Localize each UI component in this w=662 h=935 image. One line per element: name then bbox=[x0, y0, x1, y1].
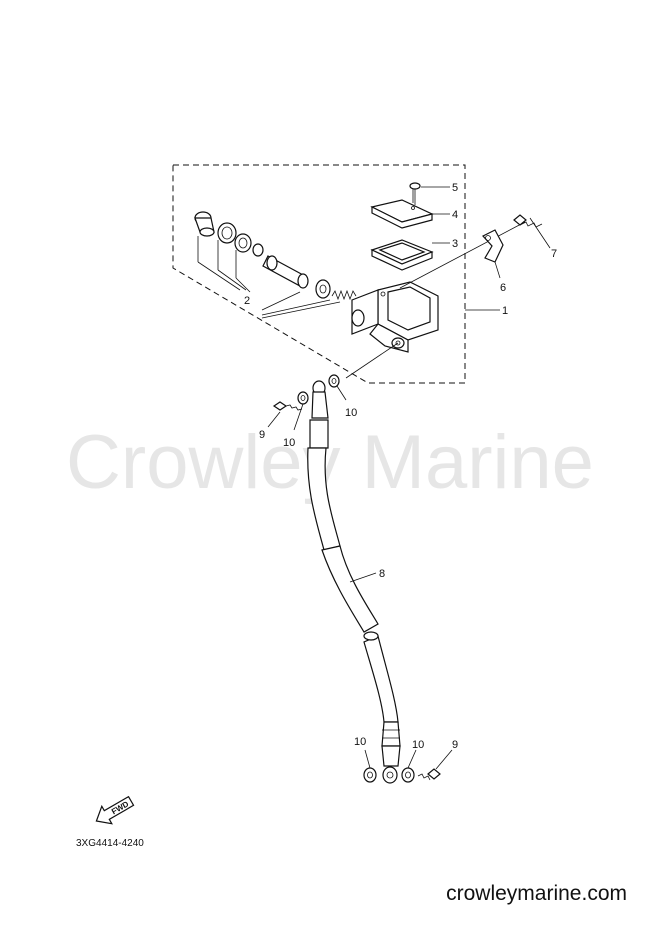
circlip bbox=[217, 222, 237, 244]
callout-4: 4 bbox=[452, 209, 458, 221]
upper-banjo-bolt bbox=[272, 401, 303, 411]
clamp-bolt bbox=[513, 214, 543, 228]
return-spring bbox=[331, 289, 357, 301]
callout-10-bottom-left: 10 bbox=[354, 736, 366, 748]
piston bbox=[262, 255, 309, 289]
callout-6: 6 bbox=[500, 282, 506, 294]
piston-cup bbox=[315, 279, 331, 299]
callout-3: 3 bbox=[452, 238, 458, 250]
assembly-boundary bbox=[172, 164, 466, 384]
lower-washer-left bbox=[363, 767, 377, 783]
callout-10-bottom-right: 10 bbox=[412, 739, 424, 751]
piston-boot bbox=[194, 211, 215, 237]
o-ring bbox=[252, 243, 264, 257]
watermark: Crowley Marine bbox=[66, 420, 594, 505]
reservoir-screw bbox=[409, 182, 421, 205]
callout-2: 2 bbox=[244, 295, 250, 307]
callout-9-top: 9 bbox=[259, 429, 265, 441]
callout-7: 7 bbox=[551, 248, 557, 260]
cap-diaphragm bbox=[370, 239, 434, 271]
brake-hose bbox=[307, 419, 401, 747]
website-url: crowleymarine.com bbox=[446, 882, 627, 905]
callout-10-top-right: 10 bbox=[345, 407, 357, 419]
leaders-2 bbox=[197, 236, 341, 319]
callout-5: 5 bbox=[452, 182, 458, 194]
piston-kit bbox=[194, 211, 357, 301]
lower-washer-right bbox=[401, 767, 415, 783]
upper-washer-right bbox=[328, 374, 340, 388]
lower-banjo-fitting bbox=[381, 745, 401, 784]
callout-9-bottom: 9 bbox=[452, 739, 458, 751]
washer-ring bbox=[234, 233, 252, 253]
callout-8: 8 bbox=[379, 568, 385, 580]
callout-1: 1 bbox=[502, 305, 508, 317]
reservoir-cap bbox=[370, 199, 434, 229]
upper-banjo-fitting bbox=[311, 380, 329, 419]
fwd-arrow: FWD bbox=[95, 795, 135, 825]
lower-banjo-bolt bbox=[417, 768, 441, 781]
master-cylinder bbox=[351, 281, 439, 353]
upper-washer-left bbox=[297, 391, 309, 405]
callout-10-top-left: 10 bbox=[283, 437, 295, 449]
diagram-code: 3XG4414-4240 bbox=[76, 838, 144, 849]
